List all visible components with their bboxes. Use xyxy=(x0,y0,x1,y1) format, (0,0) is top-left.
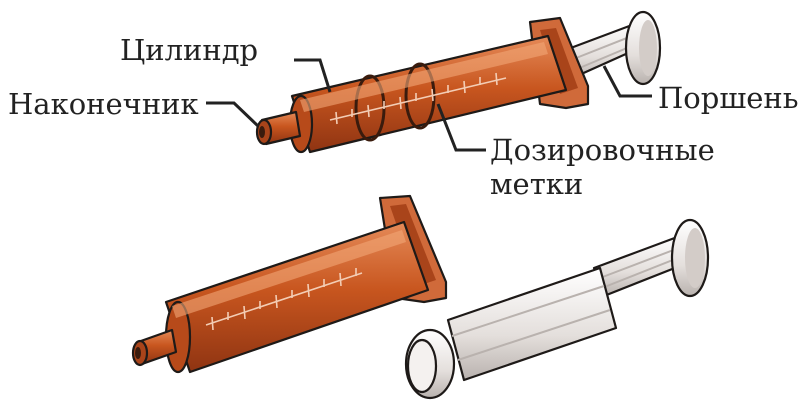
label-dosing-marks-line1: Дозировочные xyxy=(490,133,715,167)
plunger-thumb-disc xyxy=(626,12,660,84)
leader-cylinder xyxy=(294,60,330,92)
leader-tip xyxy=(206,103,258,126)
label-plunger: Поршень xyxy=(658,81,799,115)
separate-barrel xyxy=(133,196,446,372)
assembled-syringe xyxy=(257,12,660,152)
label-tip: Наконечник xyxy=(8,87,199,121)
label-dosing-marks-line2: метки xyxy=(490,167,583,201)
separate-plunger xyxy=(406,220,708,398)
label-cylinder: Цилиндр xyxy=(120,33,258,67)
